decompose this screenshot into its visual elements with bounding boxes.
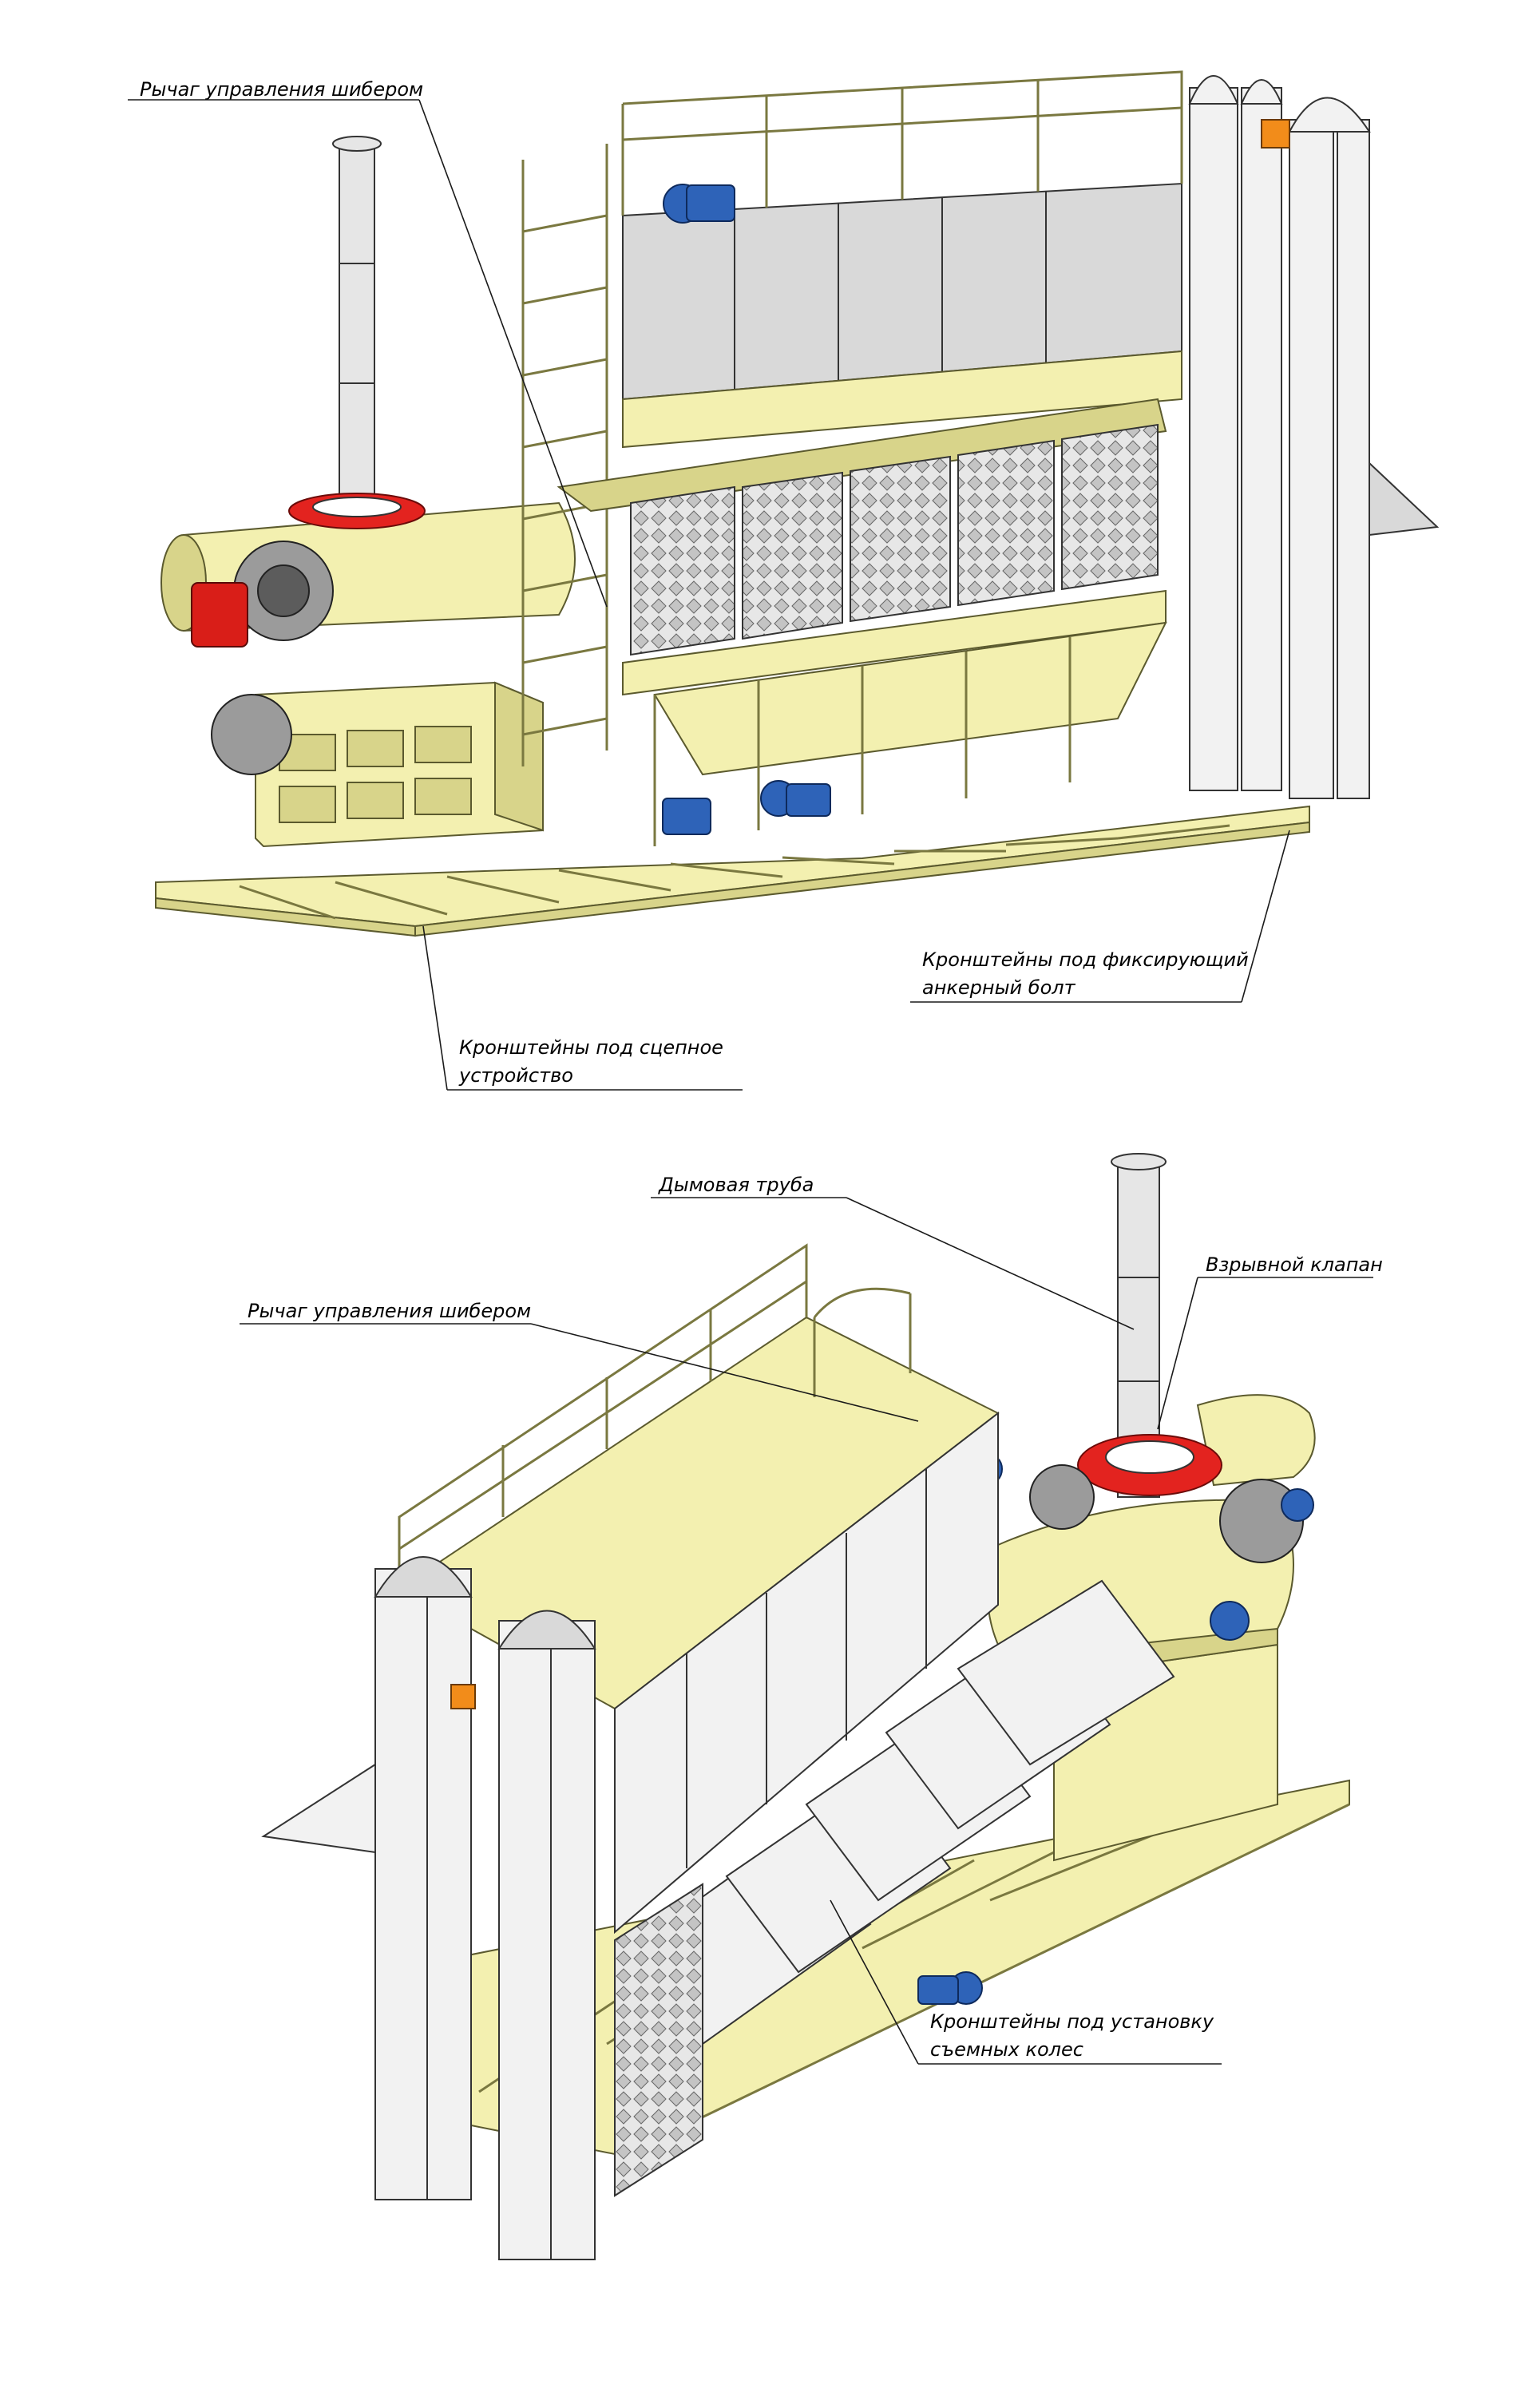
top-fan-burner bbox=[191, 541, 334, 775]
callout-wheel-brackets-line1: Кронштейны под установку bbox=[930, 2010, 1214, 2033]
callout-wheel-brackets: Кронштейны под установку съемных колес bbox=[830, 1899, 1222, 2065]
top-mesh-sections bbox=[557, 398, 1167, 846]
callout-damper-lever-top: Рычаг управления шибером bbox=[128, 78, 608, 608]
top-base-frame bbox=[155, 805, 1310, 937]
top-chimney bbox=[288, 136, 426, 529]
callout-wheel-brackets-line2: съемных колес bbox=[930, 2038, 1083, 2061]
callout-damper-lever-bottom-text: Рычаг управления шибером bbox=[248, 1300, 531, 1322]
bottom-view-illustration bbox=[261, 1153, 1350, 2260]
bottom-elevators bbox=[261, 1556, 596, 2260]
callout-hitch-brackets-line1: Кронштейны под сцепное bbox=[459, 1036, 723, 1059]
callout-damper-lever-top-text: Рычаг управления шибером bbox=[140, 78, 423, 101]
callout-explosion-valve: Взрывной клапан bbox=[1157, 1254, 1383, 1430]
callout-hitch-brackets-line2: устройство bbox=[458, 1064, 573, 1087]
top-elevators bbox=[1188, 75, 1440, 799]
callout-anchor-brackets: Кронштейны под фиксирующий анкерный болт bbox=[910, 830, 1290, 1003]
top-dryer-body bbox=[621, 70, 1183, 449]
callout-damper-lever-bottom: Рычаг управления шибером bbox=[240, 1300, 919, 1422]
top-ladder bbox=[521, 144, 608, 766]
callout-anchor-brackets-line2: анкерный болт bbox=[922, 976, 1076, 999]
bottom-chimney bbox=[1077, 1153, 1222, 1498]
callout-hitch-brackets: Кронштейны под сцепное устройство bbox=[422, 925, 743, 1091]
callout-chimney-text: Дымовая труба bbox=[658, 1174, 814, 1196]
callout-chimney: Дымовая труба bbox=[651, 1174, 1135, 1330]
top-view-illustration bbox=[155, 70, 1440, 937]
callout-anchor-brackets-line1: Кронштейны под фиксирующий bbox=[922, 949, 1249, 971]
bottom-louvre-panels bbox=[614, 1579, 1175, 2197]
top-furnace-housing bbox=[255, 681, 544, 848]
callout-explosion-valve-text: Взрывной клапан bbox=[1206, 1254, 1383, 1276]
